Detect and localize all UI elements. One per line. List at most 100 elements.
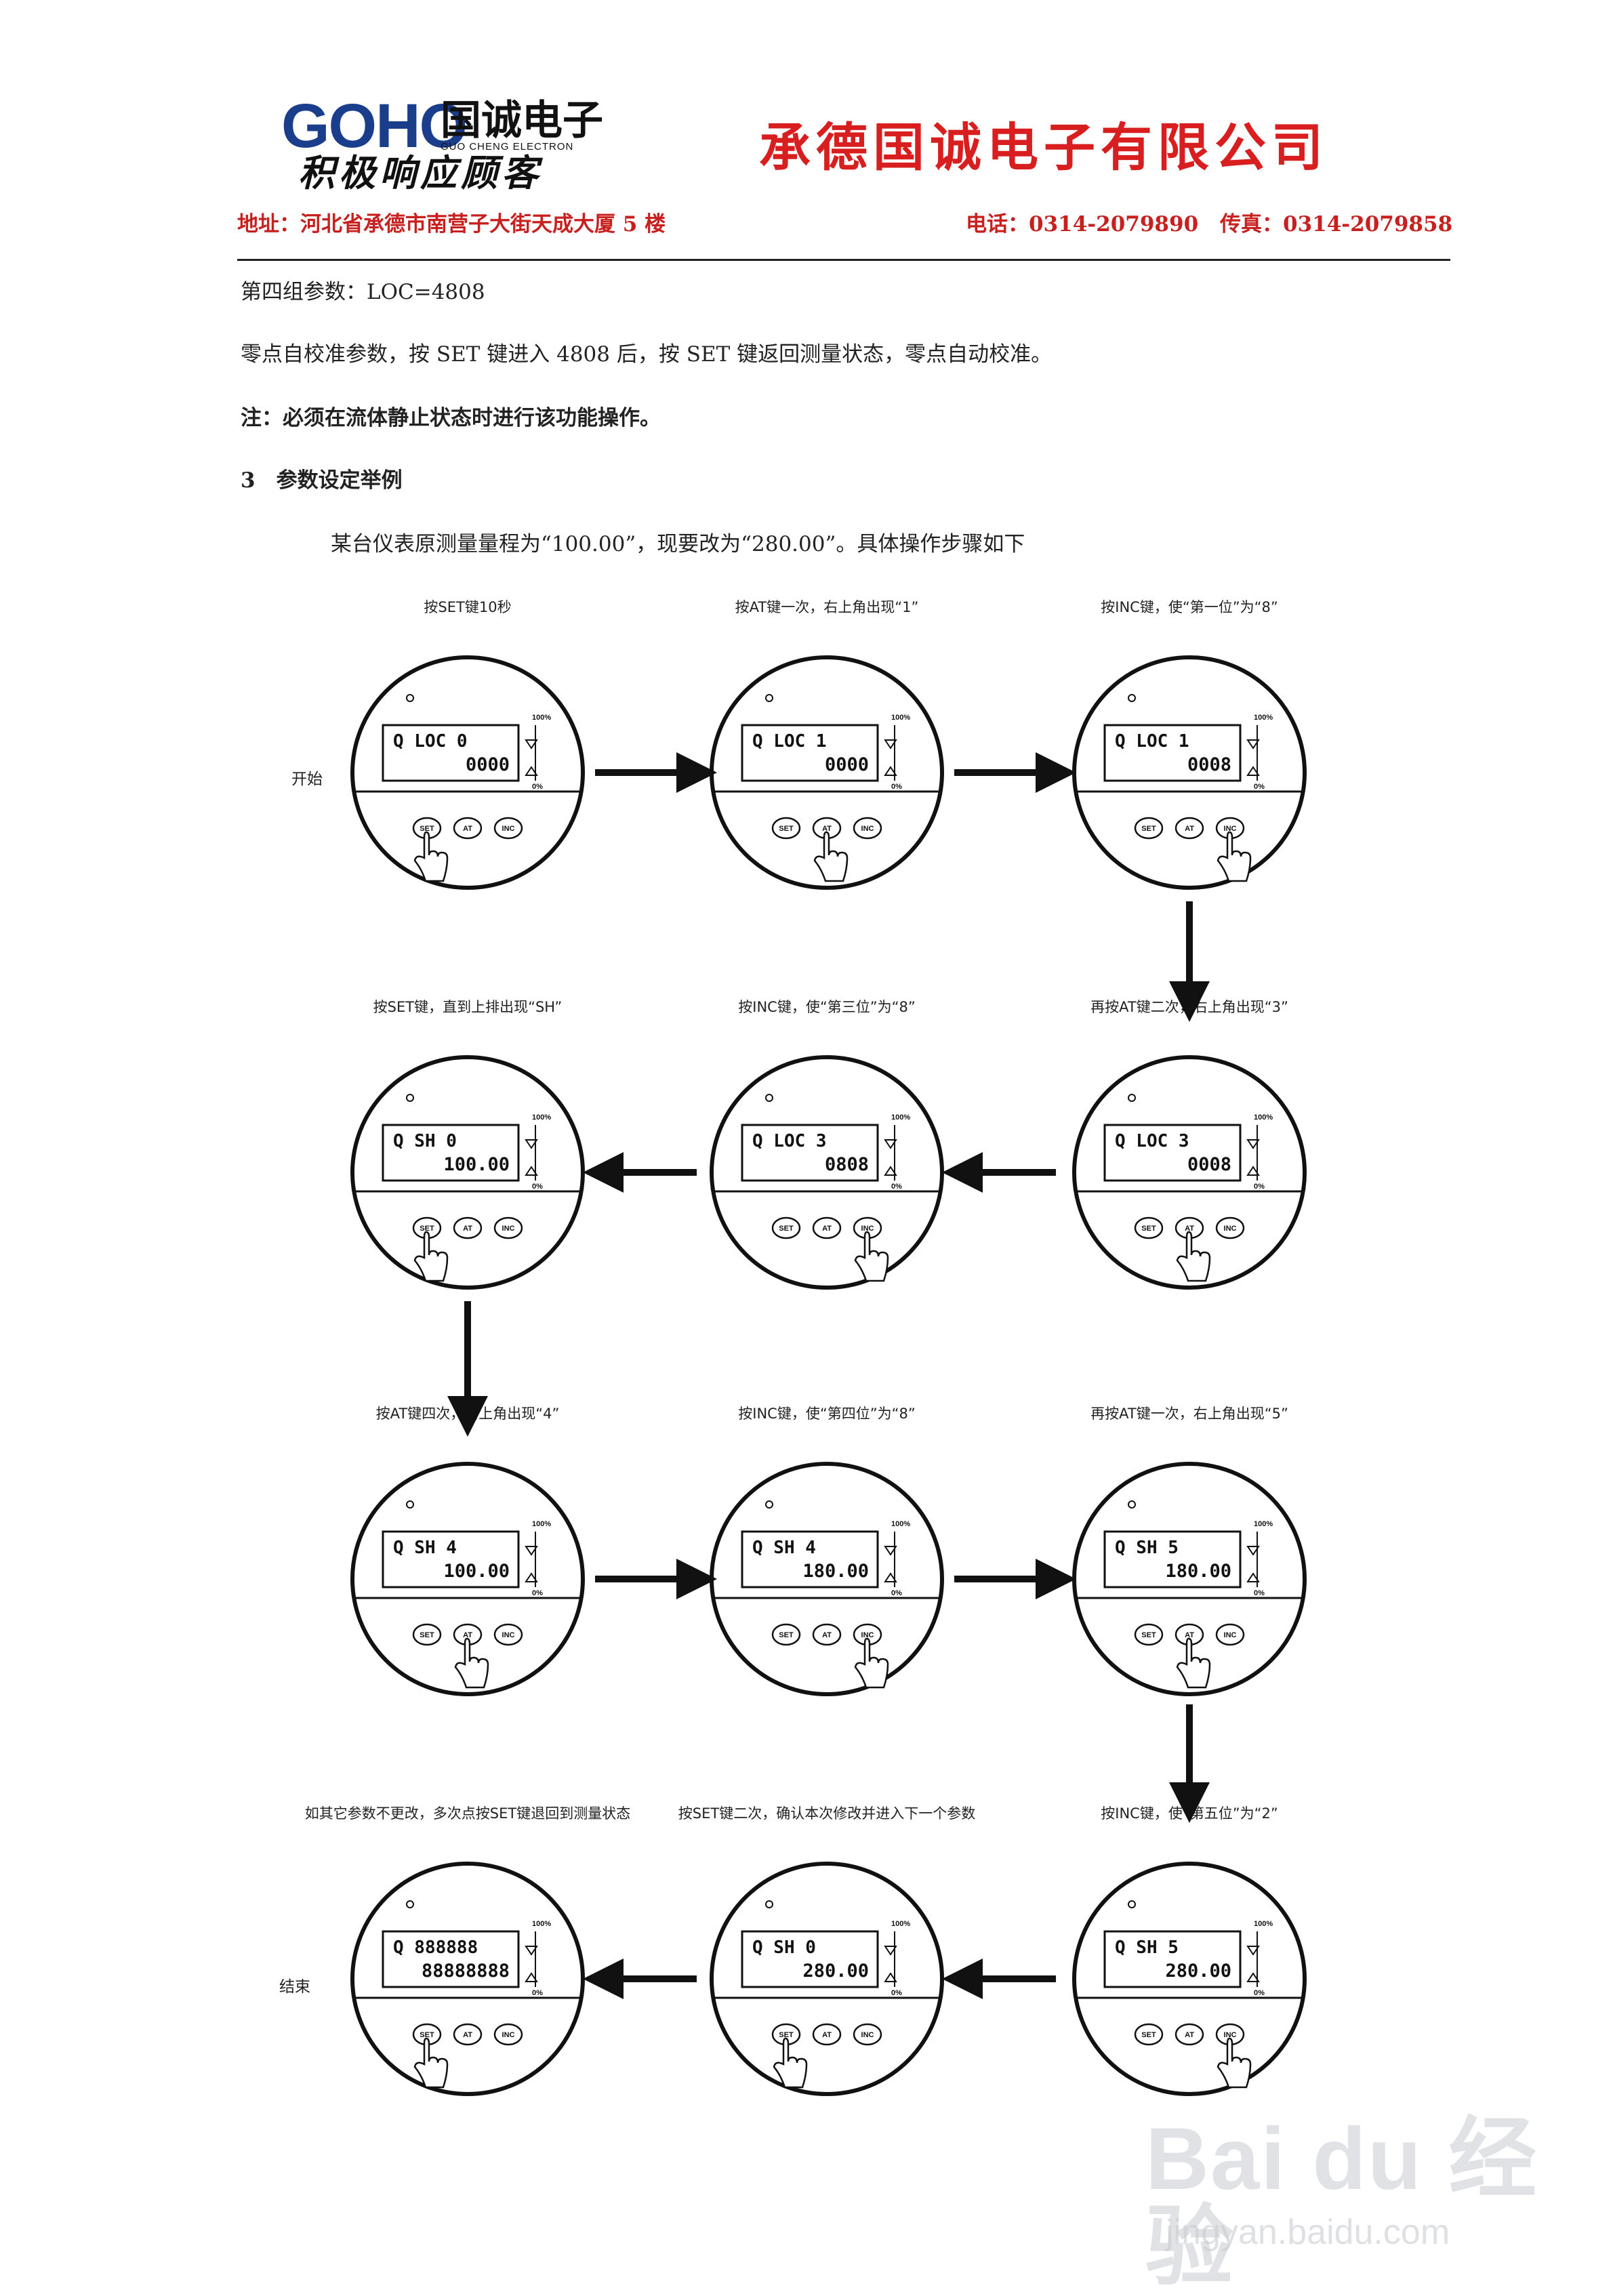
hand-icon <box>1176 1231 1211 1282</box>
scale-top: 100% <box>891 1920 910 1928</box>
button-label: AT <box>1185 2031 1194 2039</box>
hand-icon <box>413 831 449 882</box>
lcd-line-2: 0000 <box>825 754 869 775</box>
button-set <box>1134 1216 1164 1239</box>
button-label: INC <box>502 1225 515 1233</box>
section-heading: 3 参数设定举例 <box>241 468 403 493</box>
button-label: INC <box>1224 1631 1237 1639</box>
step-caption: 按INC键，使“第四位”为“8” <box>738 1406 916 1422</box>
scale-top: 100% <box>532 1520 551 1528</box>
lcd-line-2: 280.00 <box>1165 1961 1231 1982</box>
button-label: INC <box>1224 825 1237 833</box>
scale-top: 100% <box>1254 1920 1273 1928</box>
company-name: 承德国诚电子有限公司 <box>759 117 1328 178</box>
button-at <box>812 2023 842 2046</box>
button-label: AT <box>1185 1631 1194 1639</box>
button-label: INC <box>861 825 874 833</box>
button-set <box>771 1623 801 1646</box>
start-label: 开始 <box>291 771 323 788</box>
hand-icon <box>1217 831 1252 882</box>
button-set <box>412 1623 442 1646</box>
button-label: SET <box>420 825 434 833</box>
button-set <box>1134 2023 1164 2046</box>
button-label: AT <box>822 825 832 833</box>
lcd-line-1: Q SH 0 <box>393 1131 457 1151</box>
lcd-line-1: Q SH 5 <box>1115 1538 1179 1558</box>
button-label: AT <box>463 2031 472 2039</box>
lcd-line-2: 280.00 <box>802 1961 869 1982</box>
button-at <box>812 1216 842 1239</box>
paragraph-example: 某台仪表原测量量程为“100.00”，现要改为“280.00”。具体操作步骤如下 <box>331 532 1025 556</box>
button-at <box>1175 2023 1204 2046</box>
scale-top: 100% <box>1254 714 1273 722</box>
step-caption: 按SET键二次，确认本次修改并进入下一个参数 <box>678 1805 976 1822</box>
contact-fax: 传真：0314-2079858 <box>1220 212 1453 237</box>
contact-address: 地址：河北省承德市南营子大街天成大厦 5 楼 <box>237 212 666 237</box>
button-label: INC <box>1224 1225 1237 1233</box>
scale-top: 100% <box>891 714 910 722</box>
button-label: INC <box>861 1631 874 1639</box>
button-label: SET <box>1141 1225 1156 1233</box>
button-inc <box>853 817 882 840</box>
lcd-line-2: 100.00 <box>443 1154 510 1175</box>
hand-icon <box>413 2037 449 2089</box>
button-label: AT <box>463 1225 472 1233</box>
button-at <box>1175 817 1204 840</box>
scale-bottom: 0% <box>532 783 543 791</box>
lcd-line-2: 180.00 <box>1165 1561 1231 1582</box>
watermark-baidu: Bai du 经验 <box>1145 2109 1538 2296</box>
hand-icon <box>1217 2037 1252 2089</box>
button-inc <box>493 817 523 840</box>
button-label: SET <box>1141 825 1156 833</box>
button-label: AT <box>463 825 472 833</box>
button-at <box>453 1216 483 1239</box>
scale-bottom: 0% <box>891 1589 902 1597</box>
button-set <box>1134 1623 1164 1646</box>
button-label: AT <box>822 1631 832 1639</box>
button-inc <box>853 2023 882 2046</box>
hand-icon <box>854 1231 889 1282</box>
slogan: 积极响应顾客 <box>298 151 542 194</box>
lcd-line-2: 180.00 <box>802 1561 869 1582</box>
lcd-line-2: 88888888 <box>422 1961 510 1982</box>
button-at <box>812 1623 842 1646</box>
scale-bottom: 0% <box>532 1183 543 1191</box>
paragraph-note: 注：必须在流体静止状态时进行该功能操作。 <box>241 406 661 430</box>
scale-bottom: 0% <box>891 783 902 791</box>
button-label: SET <box>779 2031 794 2039</box>
lcd-line-1: Q LOC 0 <box>393 731 468 752</box>
lcd-line-1: Q LOC 3 <box>752 1131 827 1151</box>
logo-goho: GOHO <box>281 91 468 161</box>
hand-icon <box>813 831 849 882</box>
lcd-line-2: 100.00 <box>443 1561 510 1582</box>
lcd-line-2: 0000 <box>466 754 510 775</box>
hand-icon <box>413 1231 449 1282</box>
lcd-line-1: Q SH 4 <box>393 1538 457 1558</box>
button-label: AT <box>822 1225 832 1233</box>
button-label: SET <box>779 1631 794 1639</box>
button-label: INC <box>502 2031 515 2039</box>
paragraph-zero-calibration: 零点自校准参数，按 SET 键进入 4808 后，按 SET 键返回测量状态，零… <box>241 342 1053 367</box>
lcd-line-1: Q LOC 3 <box>1115 1131 1189 1151</box>
hand-icon <box>1176 1637 1211 1689</box>
end-label: 结束 <box>279 1978 310 1996</box>
step-caption: 按INC键，使“第三位”为“8” <box>738 999 916 1015</box>
button-label: AT <box>463 1631 472 1639</box>
button-set <box>1134 817 1164 840</box>
button-set <box>771 817 801 840</box>
button-label: INC <box>861 1225 874 1233</box>
step-caption: 如其它参数不更改，多次点按SET键退回到测量状态 <box>304 1805 631 1822</box>
scale-top: 100% <box>532 1920 551 1928</box>
contact-phone: 电话：0314-2079890 <box>966 212 1199 237</box>
scale-bottom: 0% <box>532 1989 543 1997</box>
